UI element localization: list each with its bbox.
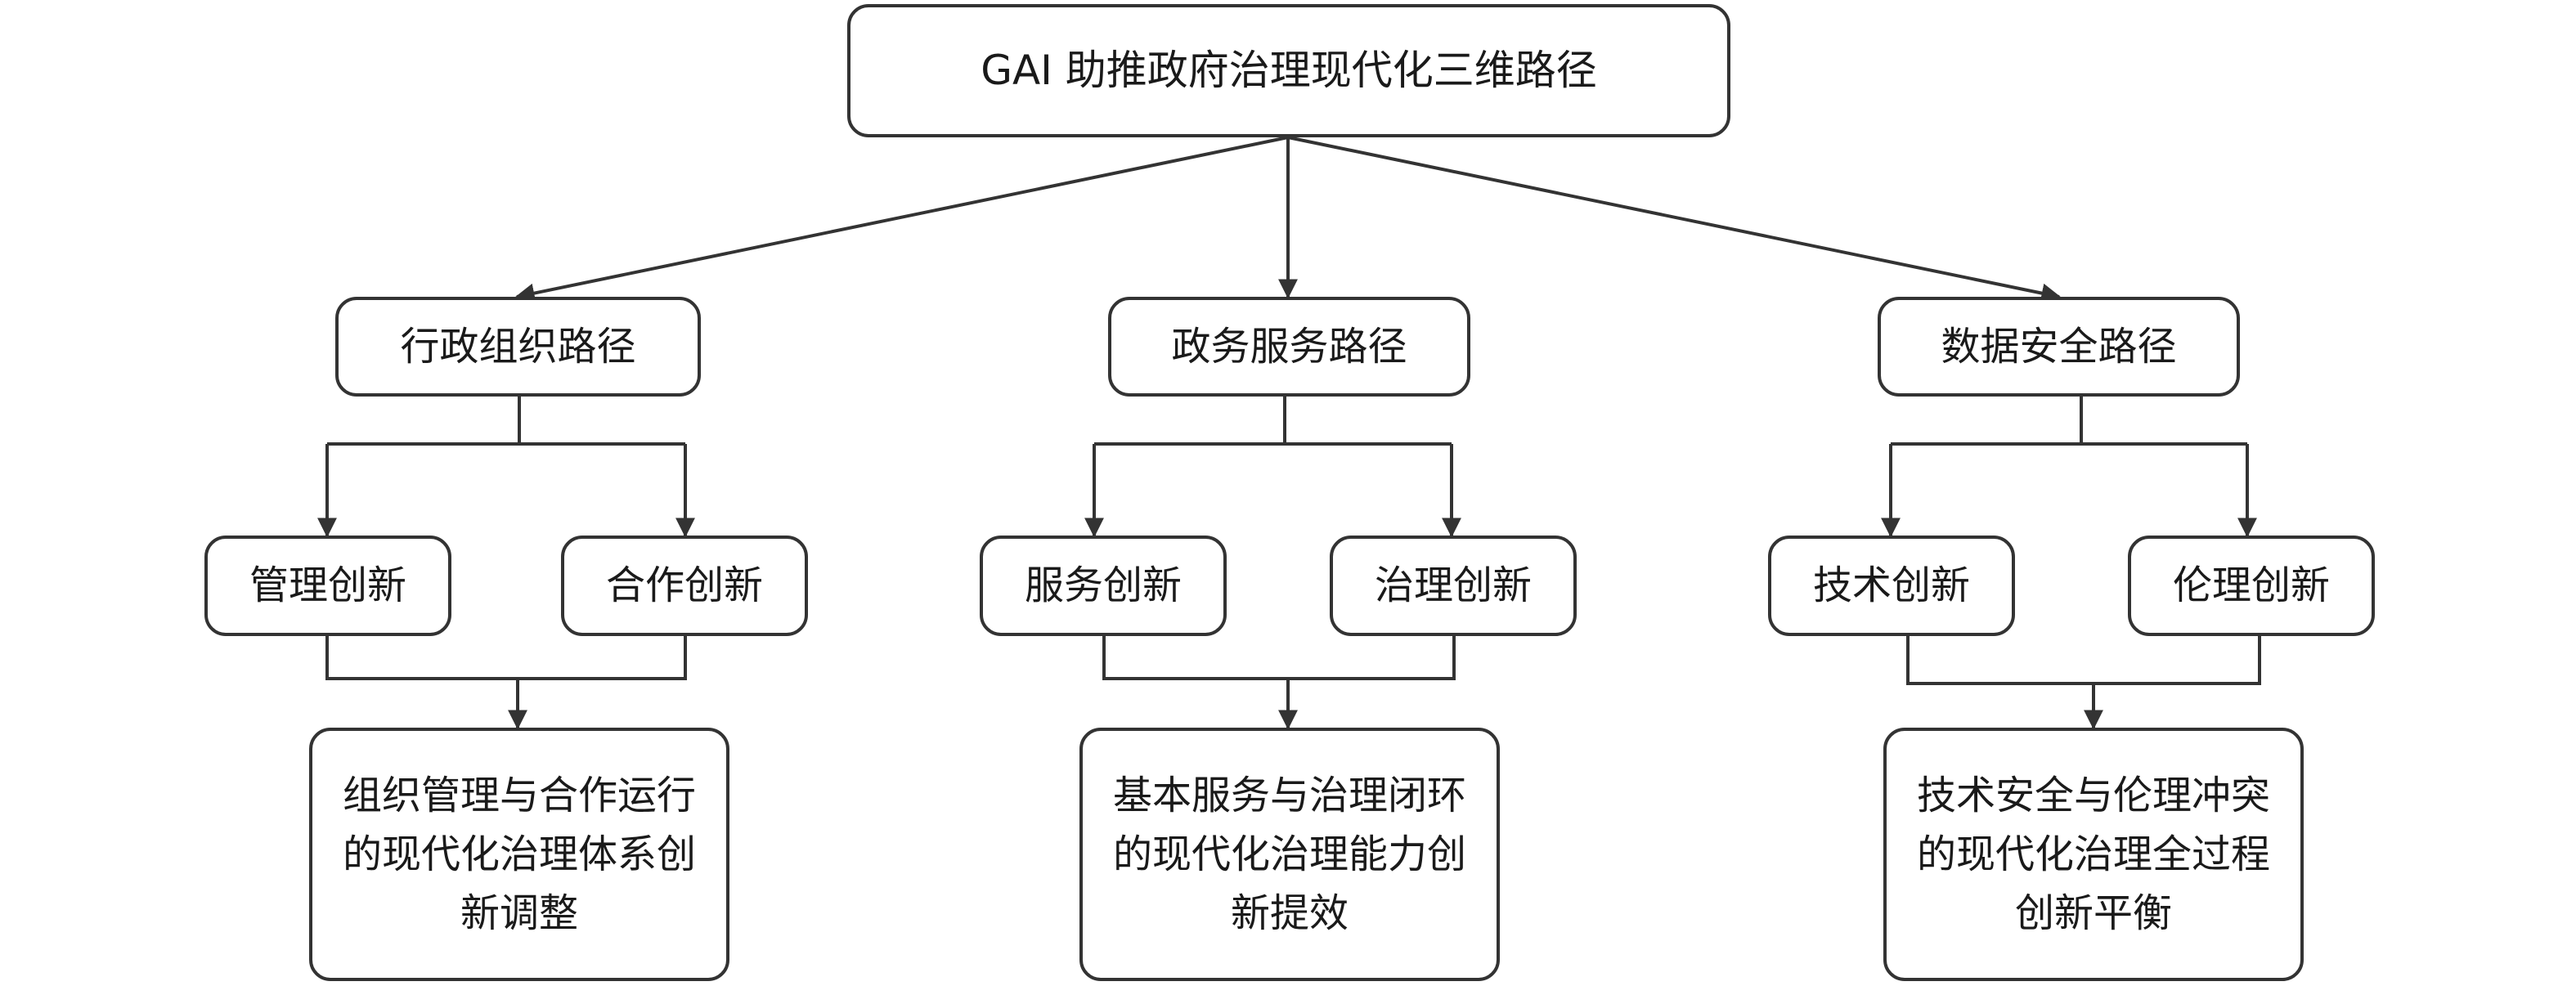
child-label: 伦理创新	[2172, 562, 2330, 609]
path-2-merge-connector	[1102, 636, 1456, 680]
outcome-label: 技术安全与伦理冲突的现代化治理全过程创新平衡	[1916, 773, 2270, 936]
path-node-government-service: 政务服务路径	[1108, 297, 1470, 397]
path-node-administrative: 行政组织路径	[335, 297, 701, 397]
path-2-split-connector	[1094, 397, 1286, 446]
child-node-cooperation-innovation: 合作创新	[561, 536, 808, 636]
outcome-label: 基本服务与治理闭环的现代化治理能力创新提效	[1112, 773, 1466, 936]
root-to-path-1-arrow	[514, 136, 1289, 303]
path-1-split-connector	[327, 397, 521, 446]
path-3-merge-connector	[1906, 636, 2261, 685]
child-label: 技术创新	[1812, 562, 1970, 609]
child-node-service-innovation: 服务创新	[980, 536, 1227, 636]
root-node: GAI 助推政府治理现代化三维路径	[847, 4, 1730, 137]
path-label: 行政组织路径	[400, 323, 636, 370]
path-node-data-security: 数据安全路径	[1878, 297, 2240, 397]
root-label: GAI 助推政府治理现代化三维路径	[981, 47, 1597, 94]
outcome-label: 组织管理与合作运行的现代化治理体系创新调整	[342, 773, 696, 936]
outcome-node-data-security: 技术安全与伦理冲突的现代化治理全过程创新平衡	[1883, 728, 2304, 981]
path-label: 数据安全路径	[1941, 323, 2177, 370]
root-to-path-3-arrow	[1287, 136, 2062, 303]
child-node-technology-innovation: 技术创新	[1768, 536, 2015, 636]
child-node-management-innovation: 管理创新	[204, 536, 451, 636]
child-node-ethics-innovation: 伦理创新	[2128, 536, 2375, 636]
outcome-node-government-service: 基本服务与治理闭环的现代化治理能力创新提效	[1079, 728, 1500, 981]
outcome-node-administrative: 组织管理与合作运行的现代化治理体系创新调整	[309, 728, 729, 981]
path-3-split-connector	[1891, 397, 2083, 446]
child-label: 治理创新	[1374, 562, 1532, 609]
child-label: 服务创新	[1024, 562, 1182, 609]
child-label: 管理创新	[249, 562, 406, 609]
child-node-governance-innovation: 治理创新	[1330, 536, 1577, 636]
child-label: 合作创新	[605, 562, 763, 609]
path-1-merge-connector	[325, 636, 687, 680]
path-label: 政务服务路径	[1171, 323, 1407, 370]
